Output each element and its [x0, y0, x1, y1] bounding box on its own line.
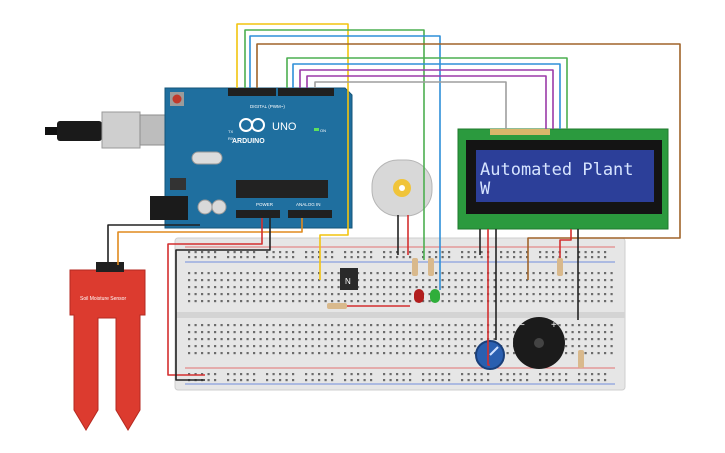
buzzer-minus: −: [519, 320, 525, 331]
usb-cable: [45, 111, 169, 149]
wire-blue-lcd: [292, 63, 561, 129]
soil-moisture-sensor: Soil Moisture Sensor: [69, 262, 146, 431]
wire-purple-lcd-2: [306, 75, 547, 129]
arduino-model: UNO: [272, 121, 297, 133]
wire-orange-sensor: [117, 218, 303, 265]
lcd-display: Automated Plant W: [457, 128, 669, 230]
wire-brown: [256, 43, 681, 280]
dc-motor: [371, 159, 433, 217]
rx-label: RX: [228, 136, 234, 141]
wire-blue-led: [249, 35, 441, 290]
wire-black-gnd: [175, 218, 271, 381]
buzzer-plus: +: [551, 320, 557, 331]
lcd-line-1: Automated Plant: [480, 160, 634, 180]
led-green: [430, 289, 440, 303]
transistor-label: N: [345, 277, 351, 286]
wire-red-5v: [167, 218, 263, 376]
arduino-logo: ARDUINO UNO DIGITAL (PWM~) TX RX ON: [228, 104, 326, 145]
breadboard: [174, 237, 626, 391]
resistor-led-green: [428, 258, 434, 276]
resistor-buzzer: [578, 350, 584, 368]
lcd-line-2: W: [480, 179, 491, 199]
tx-label: TX: [228, 129, 233, 134]
wire-yellow: [236, 23, 349, 280]
on-label: ON: [320, 128, 326, 133]
wire-gray-lcd: [314, 81, 507, 129]
wire-lcd-red-2: [559, 229, 572, 258]
wire-green-led: [244, 29, 425, 260]
arduino-uno: ARDUINO UNO DIGITAL (PWM~) TX RX ON POWE…: [45, 87, 353, 229]
breadboard-holes: [188, 251, 613, 382]
resistor-lcd: [557, 258, 563, 276]
led-red: [414, 289, 424, 303]
arduino-brand: ARDUINO: [232, 138, 265, 145]
transistor: N: [340, 268, 358, 290]
resistor-base: [327, 303, 347, 309]
wire-lcd-red: [487, 229, 490, 366]
power-label: POWER: [256, 202, 274, 207]
digital-label: DIGITAL (PWM~): [250, 104, 285, 109]
leds: [414, 289, 440, 303]
analog-label: ANALOG IN: [296, 202, 321, 207]
resistor-led-red: [412, 258, 418, 276]
piezo-buzzer: − +: [513, 317, 565, 369]
resistors: [327, 258, 584, 368]
potentiometer: [475, 340, 505, 370]
wire-black-sensor: [107, 224, 200, 268]
sensor-label: Soil Moisture Sensor: [80, 296, 126, 302]
wire-purple-lcd-1: [299, 69, 554, 129]
wire-green-lcd: [286, 57, 568, 129]
wires: [107, 23, 681, 381]
